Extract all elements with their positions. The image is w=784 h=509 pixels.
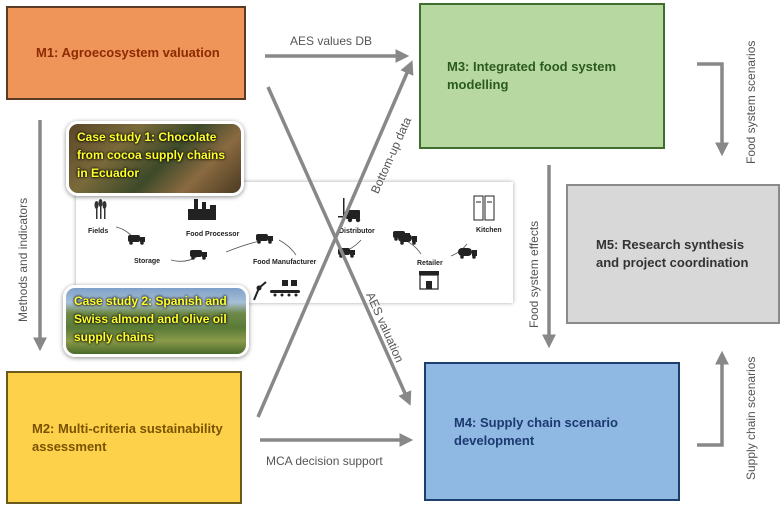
truck-icon [190, 250, 207, 260]
tanker-icon [398, 234, 417, 245]
stage-distributor: Distributor [339, 228, 375, 235]
label-food-system-scenarios: Food system scenarios [744, 40, 758, 164]
module-m2: M2: Multi-criteria sustainability assess… [6, 371, 242, 504]
module-m3: M3: Integrated food system modelling [419, 3, 665, 149]
module-m4-label: M4: Supply chain scenario development [454, 414, 618, 448]
label-mca-decision-support: MCA decision support [266, 454, 383, 468]
arrow-aes-valuation [266, 86, 412, 406]
store-icon [419, 271, 439, 290]
arrow-supply-chain-scenarios [697, 350, 729, 447]
arrow-bottom-up-data [256, 60, 414, 418]
case-study-2-label: Case study 2: Spanish and Swiss almond a… [74, 294, 227, 344]
case-study-1: Case study 1: Chocolate from cocoa suppl… [66, 121, 244, 196]
module-m1-label: M1: Agroecosystem valuation [36, 45, 220, 60]
stage-food-processor: Food Processor [186, 231, 240, 238]
conveyor-icon [270, 280, 300, 297]
stage-retailer: Retailer [417, 260, 443, 267]
label-food-system-effects: Food system effects [527, 220, 541, 328]
robot-arm-icon [253, 281, 267, 301]
module-m2-label: M2: Multi-criteria sustainability assess… [32, 420, 223, 454]
factory-icon [188, 199, 216, 220]
label-supply-chain-scenarios: Supply chain scenarios [744, 356, 758, 480]
label-aes-values-db: AES values DB [290, 34, 373, 48]
wheat-icon [94, 199, 107, 219]
module-m3-label: M3: Integrated food system modelling [447, 59, 617, 92]
stage-fields: Fields [88, 228, 109, 235]
module-m5-label: M5: Research synthesis and project coord… [596, 237, 749, 270]
module-m1: M1: Agroecosystem valuation [6, 6, 246, 100]
arrow-food-system-scenarios [697, 62, 729, 157]
tanker-icon [458, 248, 477, 259]
label-methods-indicators: Methods and indicators [16, 197, 30, 322]
stage-kitchen: Kitchen [476, 227, 502, 234]
truck-icon [128, 235, 145, 245]
stage-food-manufacturer: Food Manufacturer [253, 259, 317, 266]
truck-icon [256, 234, 273, 244]
stage-storage: Storage [134, 258, 161, 265]
case-study-1-label: Case study 1: Chocolate from cocoa suppl… [77, 130, 226, 180]
case-study-2: Case study 2: Spanish and Swiss almond a… [63, 285, 249, 357]
silo-icon [473, 195, 495, 221]
supply-chain-flow [94, 195, 495, 301]
module-m4: M4: Supply chain scenario development [424, 362, 680, 501]
module-m5: M5: Research synthesis and project coord… [566, 184, 780, 324]
supply-chain-panel: Fields Storage Food Processor Food Manuf… [76, 182, 513, 303]
forklift-icon [338, 198, 361, 223]
